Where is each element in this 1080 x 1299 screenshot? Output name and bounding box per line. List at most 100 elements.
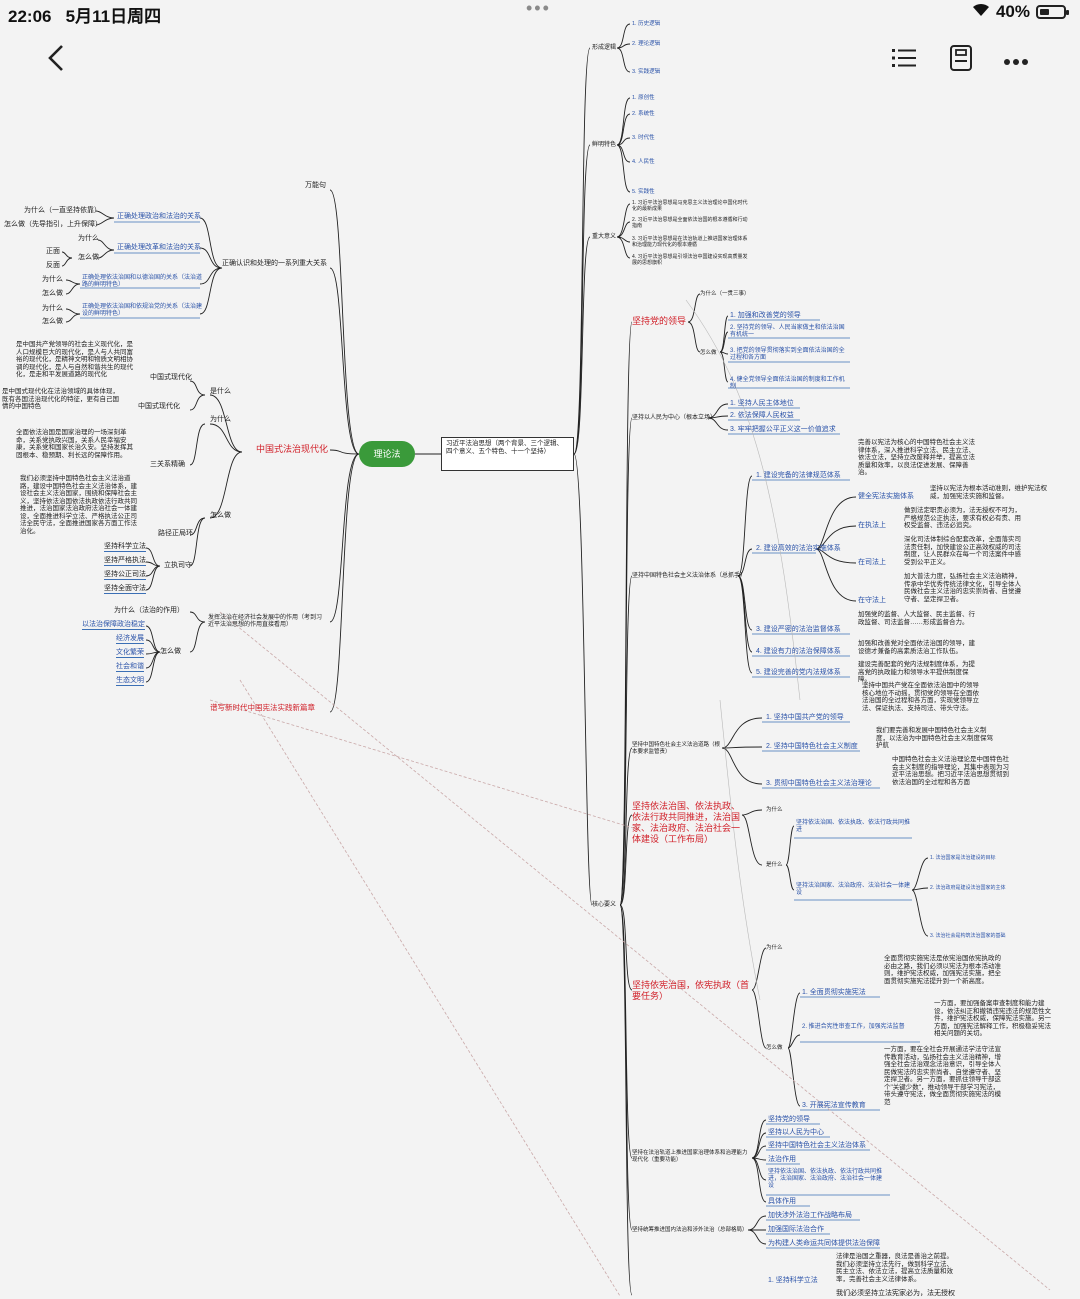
node-lifa[interactable]: 立执司守 bbox=[164, 562, 192, 569]
node-fh-zmz[interactable]: 怎么做 bbox=[160, 648, 181, 655]
node-lifa3[interactable]: 坚持公正司法 bbox=[104, 571, 146, 580]
node-gj1[interactable]: 坚持党的领导 bbox=[768, 1116, 810, 1123]
node-xianming[interactable]: 鲜明特色 bbox=[592, 142, 617, 148]
node-fh-wsm[interactable]: 为什么（法治的作用） bbox=[114, 607, 184, 614]
node-zhongda[interactable]: 重大意义 bbox=[592, 234, 617, 240]
node-xf-zmz[interactable]: 怎么做 bbox=[766, 1045, 783, 1051]
node-tx5[interactable]: 5. 建设完善的党内法规体系 bbox=[756, 669, 841, 676]
node-jc-daolu[interactable]: 坚持中国特色社会主义法治道路（根本要求监管责） bbox=[632, 742, 721, 755]
node-yf-ssm[interactable]: 是什么 bbox=[766, 862, 783, 868]
node-rel4-b[interactable]: 怎么做 bbox=[42, 318, 63, 325]
node-dang4[interactable]: 4. 健全党领导全面依法治国的制度和工作机制 bbox=[730, 377, 845, 390]
node-zenmezuo[interactable]: 怎么做 bbox=[210, 512, 231, 519]
node-jc-shewai[interactable]: 坚持统筹推进国内法治和涉外法治（总部格局） bbox=[632, 1227, 748, 1233]
node-gj3[interactable]: 坚持中国特色社会主义法治体系 bbox=[768, 1142, 866, 1149]
node-zgs1[interactable]: 中国式现代化 bbox=[150, 374, 192, 381]
node-gj2[interactable]: 坚持以人民为中心 bbox=[768, 1129, 824, 1136]
back-button[interactable] bbox=[44, 44, 68, 77]
node-gj6[interactable]: 具体作用 bbox=[768, 1198, 796, 1205]
more-button[interactable] bbox=[1003, 53, 1029, 71]
node-fh5[interactable]: 生态文明 bbox=[116, 677, 144, 686]
node-hexin[interactable]: 核心要义 bbox=[592, 902, 617, 908]
node-zd3[interactable]: 3. 习近平法治思想是在法治轨道上推进国家治理体系和治理能力现代化的根本遵循 bbox=[632, 236, 748, 248]
node-jc-xianfa[interactable]: 坚持依宪治国，依宪执政（首要任务） bbox=[632, 980, 750, 1001]
node-xm2[interactable]: 2. 系统性 bbox=[632, 111, 655, 117]
save-button[interactable] bbox=[950, 45, 972, 76]
node-luxian[interactable]: 路径正局环 bbox=[158, 530, 193, 537]
node-jc-renmin[interactable]: 坚持以人民为中心（根本立场） bbox=[632, 415, 717, 421]
node-tx2[interactable]: 2. 建设高效的法治实施体系 bbox=[756, 545, 841, 552]
node-dl1[interactable]: 1. 坚持中国共产党的领导 bbox=[766, 714, 844, 721]
node-zd4[interactable]: 4. 习近平法治思想是引领法治中国建设实现高质量发展的思想旗帜 bbox=[632, 254, 748, 266]
node-lifa4[interactable]: 坚持全面守法 bbox=[104, 585, 146, 594]
node-zd2[interactable]: 2. 习近平法治思想是全面依法治国的根本遵循和行动指南 bbox=[632, 217, 748, 229]
node-dl3[interactable]: 3. 贯彻中国特色社会主义法治理论 bbox=[766, 780, 872, 787]
node-yf2[interactable]: 坚持法治国家、法治政府、法治社会一体建设 bbox=[796, 883, 911, 896]
node-rel2-a[interactable]: 为什么 bbox=[78, 235, 99, 242]
node-rel1-a[interactable]: 为什么（一直坚持依靠） bbox=[24, 207, 101, 214]
node-rm1[interactable]: 1. 坚持人民主体地位 bbox=[730, 400, 794, 407]
node-rm2[interactable]: 2. 依法保障人民权益 bbox=[730, 412, 794, 419]
node-kexue[interactable]: 1. 坚持科学立法 bbox=[768, 1277, 818, 1284]
node-rel2-c[interactable]: 正面 bbox=[46, 248, 60, 255]
node-rel3-b[interactable]: 怎么做 bbox=[42, 290, 63, 297]
node-rel3[interactable]: 正确处理依法治国和以德治国的关系（法治道路的鲜明特色） bbox=[82, 275, 203, 288]
node-lifa1[interactable]: 坚持科学立法 bbox=[104, 543, 146, 552]
node-xm4[interactable]: 4. 人民性 bbox=[632, 159, 655, 165]
node-yf-wsm[interactable]: 为什么 bbox=[766, 807, 783, 813]
node-xm1[interactable]: 1. 原创性 bbox=[632, 95, 655, 101]
node-sw3[interactable]: 为构建人类命运共同体提供法治保障 bbox=[768, 1240, 880, 1247]
node-tx1[interactable]: 1. 建设完备的法律规范体系 bbox=[756, 472, 841, 479]
node-rel4[interactable]: 正确处理依法治国和依规治党的关系（法治建设的鲜明特色） bbox=[82, 304, 203, 317]
node-dl2[interactable]: 2. 坚持中国特色社会主义制度 bbox=[766, 743, 858, 750]
node-tx2c[interactable]: 在司法上 bbox=[858, 559, 886, 566]
node-xm3[interactable]: 3. 时代性 bbox=[632, 135, 655, 141]
node-rel4-a[interactable]: 为什么 bbox=[42, 305, 63, 312]
node-dang1[interactable]: 1. 加强和改善党的领导 bbox=[730, 312, 801, 319]
node-xf3[interactable]: 3. 开展宪法宣传教育 bbox=[802, 1102, 866, 1109]
node-rel2[interactable]: 正确处理改革和法治的关系 bbox=[117, 244, 201, 251]
node-jc-yifa[interactable]: 坚持依法治国、依法执政、依法行政共同推进，法治国家、法治政府、法治社会一体建设（… bbox=[632, 801, 741, 844]
root-node[interactable]: 习近平法治思想（两个背景、三个逻辑、四个意义、五个特色、十一个坚持） bbox=[441, 437, 574, 471]
node-xc3[interactable]: 3. 实践逻辑 bbox=[632, 69, 661, 75]
node-rel2-b[interactable]: 怎么做 bbox=[78, 254, 99, 261]
node-rel3-a[interactable]: 为什么 bbox=[42, 276, 63, 283]
node-fh3[interactable]: 文化繁荣 bbox=[116, 649, 144, 658]
node-zd1[interactable]: 1. 习近平法治思想是马克思主义法治理论中国化时代化的最新成果 bbox=[632, 200, 748, 212]
node-xf2[interactable]: 2. 推进合宪性审查工作，加强宪法监督 bbox=[802, 1024, 905, 1030]
node-yf1[interactable]: 坚持依法治国、依法执政、依法行政共同推进 bbox=[796, 820, 911, 833]
node-rel2-d[interactable]: 反面 bbox=[46, 262, 60, 269]
node-xc2[interactable]: 2. 理论逻辑 bbox=[632, 41, 661, 47]
node-dang-zmz[interactable]: 怎么做 bbox=[700, 350, 717, 356]
node-fh4[interactable]: 社会和谐 bbox=[116, 663, 144, 672]
node-jc-dang[interactable]: 坚持党的领导 bbox=[632, 316, 687, 326]
node-yf2c[interactable]: 3. 法治社会是构筑法治国家的基础 bbox=[930, 933, 1006, 939]
node-weishenme[interactable]: 为什么 bbox=[210, 416, 231, 423]
node-dang2[interactable]: 2. 坚持党的领导、人民当家做主和依法治国有机统一 bbox=[730, 325, 845, 338]
node-sanguan[interactable]: 三关系精确 bbox=[150, 461, 185, 468]
node-gj4[interactable]: 法治作用 bbox=[768, 1156, 796, 1163]
node-rel1[interactable]: 正确处理政治和法治的关系 bbox=[117, 213, 201, 220]
node-fh2[interactable]: 经济发展 bbox=[116, 635, 144, 644]
node-tx4[interactable]: 4. 建设有力的法治保障体系 bbox=[756, 648, 841, 655]
node-sw2[interactable]: 加强国际法治合作 bbox=[768, 1226, 824, 1233]
node-dang-wsm[interactable]: 为什么（一贯三事） bbox=[700, 291, 750, 297]
node-xc1[interactable]: 1. 历史逻辑 bbox=[632, 21, 661, 27]
node-shishenme[interactable]: 是什么 bbox=[210, 388, 231, 395]
node-lifa2[interactable]: 坚持严格执法 bbox=[104, 557, 146, 566]
multitask-dots[interactable]: ••• bbox=[526, 0, 551, 18]
node-yf2a[interactable]: 1. 法治国家是法治建设的目标 bbox=[930, 855, 996, 861]
node-zhengque[interactable]: 正确认识和处理的一系列重大关系 bbox=[222, 260, 327, 267]
node-jc-tixi[interactable]: 坚持中国特色社会主义法治体系（总抓手） bbox=[632, 573, 747, 579]
node-xingcheng[interactable]: 形成逻辑 bbox=[592, 45, 617, 51]
node-sw1[interactable]: 加快涉外法治工作战略布局 bbox=[768, 1212, 852, 1219]
node-tx2d[interactable]: 在守法上 bbox=[858, 597, 886, 604]
node-pusha[interactable]: 谱写新时代中国宪法实践新篇章 bbox=[210, 703, 315, 712]
node-yf2b[interactable]: 2. 法治政府是建设法治国家的主体 bbox=[930, 885, 1006, 891]
node-zhongguo[interactable]: 中国式法治现代化 bbox=[256, 444, 329, 454]
node-zgs2[interactable]: 中国式现代化 bbox=[138, 403, 180, 410]
node-jc-guojia[interactable]: 坚持在法治轨道上推进国家治理体系和治理能力现代化（重要功能） bbox=[632, 1150, 748, 1163]
node-fh1[interactable]: 以法治保障政治稳定 bbox=[82, 621, 145, 630]
node-xf1[interactable]: 1. 全面贯彻实施宪法 bbox=[802, 989, 866, 996]
